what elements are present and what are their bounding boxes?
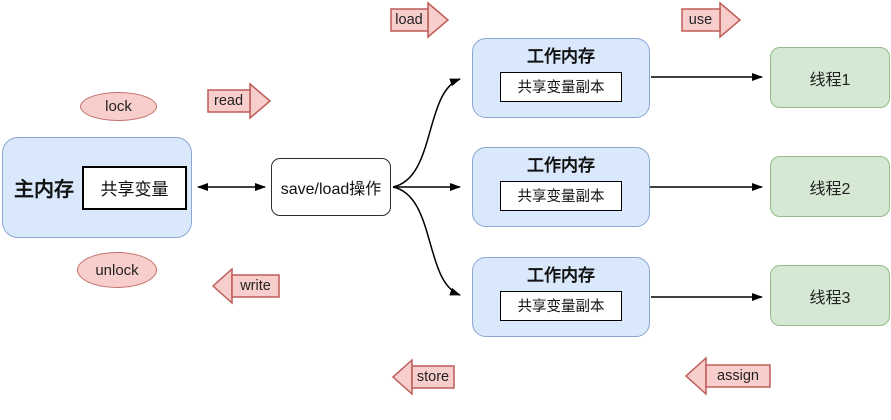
- thread-box-1: 线程1: [770, 47, 890, 108]
- load-arrow-label: load: [395, 12, 423, 28]
- load-arrow: load: [390, 1, 450, 39]
- working-memory-box-3: 工作内存 共享变量副本: [472, 257, 650, 337]
- right-arrow-icon: [207, 82, 272, 120]
- lock-ellipse: lock: [80, 92, 157, 121]
- thread-box-2: 线程2: [770, 156, 890, 217]
- left-arrow-icon: [684, 356, 771, 396]
- assign-arrow: assign: [684, 356, 772, 396]
- working-memory-title: 工作内存: [527, 156, 595, 175]
- use-arrow: use: [681, 1, 742, 39]
- working-memory-title: 工作内存: [527, 47, 595, 66]
- right-arrow-icon: [390, 1, 450, 39]
- store-arrow-label: store: [416, 369, 450, 385]
- left-arrow-icon: [211, 267, 280, 305]
- working-memory-title: 工作内存: [527, 266, 595, 285]
- edge-saveload-wm3: [392, 186, 461, 296]
- main-memory-box: 主内存 共享变量: [2, 137, 192, 238]
- write-arrow-label: write: [240, 278, 271, 294]
- use-arrow-label: use: [688, 12, 713, 28]
- write-arrow: write: [211, 267, 280, 305]
- thread-box-3: 线程3: [770, 265, 890, 326]
- working-memory-box-2: 工作内存 共享变量副本: [472, 147, 650, 227]
- main-memory-title: 主内存: [14, 179, 74, 201]
- shared-variable-copy-box: 共享变量副本: [500, 290, 622, 321]
- shared-variable-copy-box: 共享变量副本: [500, 71, 622, 102]
- saveload-operation-box: save/load操作: [271, 158, 391, 216]
- read-arrow-label: read: [213, 93, 244, 109]
- right-arrow-icon: [681, 1, 742, 39]
- working-memory-box-1: 工作内存 共享变量副本: [472, 38, 650, 118]
- unlock-ellipse: unlock: [77, 252, 157, 288]
- shared-variable-copy-box: 共享变量副本: [500, 180, 622, 211]
- store-arrow: store: [391, 358, 455, 396]
- edge-saveload-wm1: [392, 78, 461, 188]
- read-arrow: read: [207, 82, 272, 120]
- left-arrow-icon: [391, 358, 455, 396]
- shared-variable-box: 共享变量: [82, 165, 187, 210]
- assign-arrow-label: assign: [717, 368, 759, 384]
